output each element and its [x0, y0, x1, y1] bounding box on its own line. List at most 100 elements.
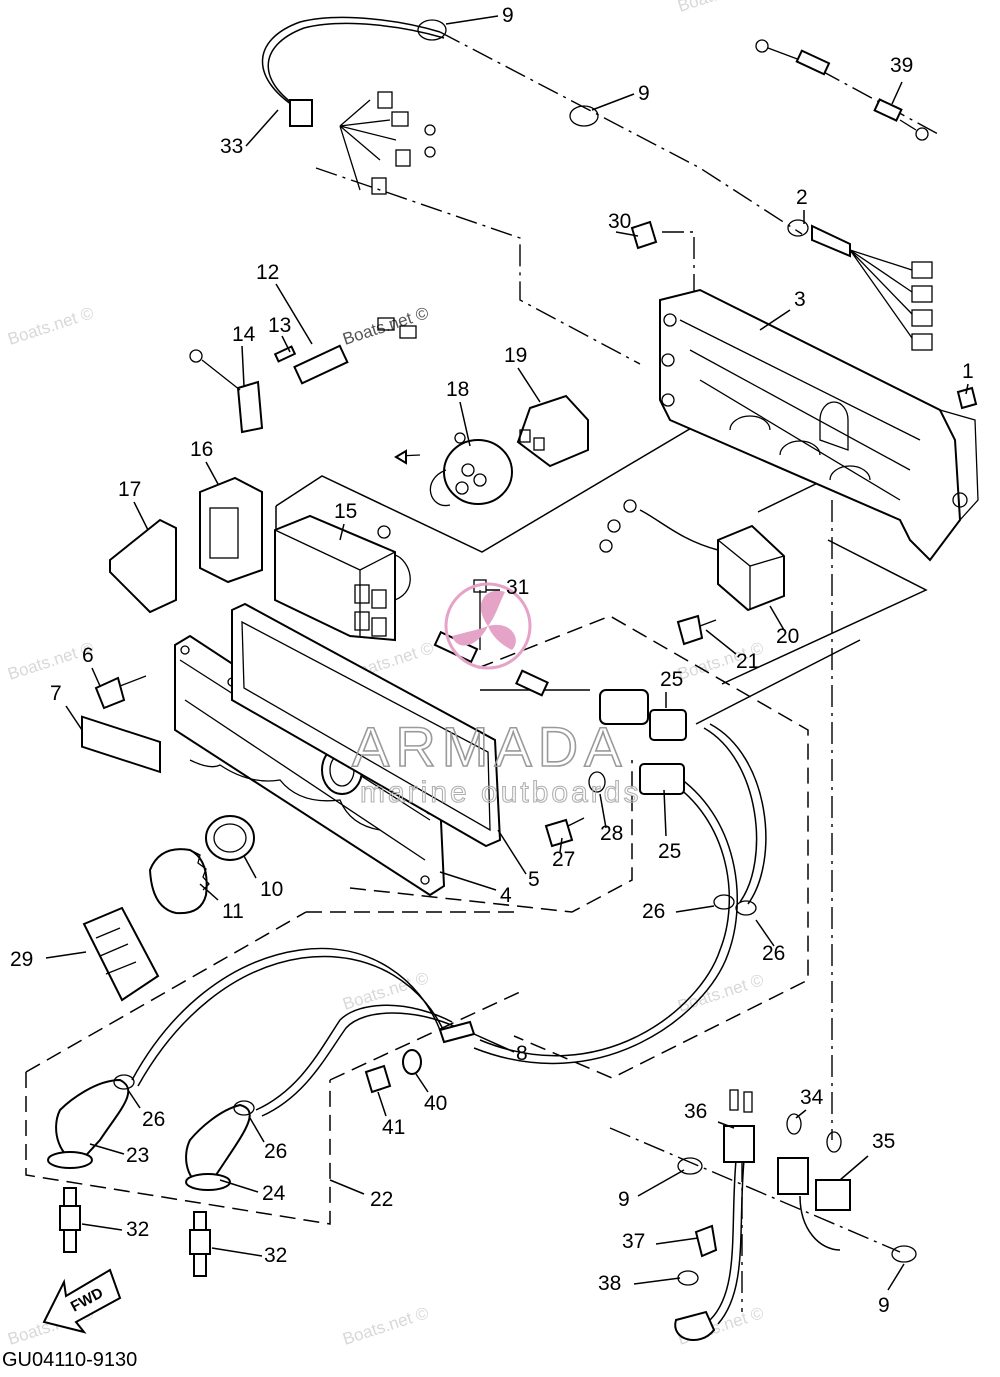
- part-label-8: 8: [516, 1042, 528, 1065]
- leader-line-8: [473, 1033, 515, 1053]
- leader-line-33: [245, 109, 279, 147]
- leader-line-23: [89, 1143, 125, 1155]
- leader-line-41: [377, 1091, 387, 1117]
- clamp-29: [82, 906, 160, 1002]
- high-tension-cord: [473, 773, 738, 1065]
- part-label-5: 5: [528, 868, 540, 891]
- part-label-27: 27: [552, 848, 575, 871]
- leader-line-10: [243, 855, 257, 879]
- brand-logo: ARMADA marine outboards: [351, 582, 641, 810]
- part-label-19: 19: [504, 344, 527, 367]
- leader-line-22: [329, 1179, 365, 1195]
- logo-blade: [452, 626, 488, 646]
- diagram-code: GU04110-9130: [2, 1349, 137, 1371]
- harness-33-wire: [267, 22, 445, 113]
- clamp-9: [569, 105, 599, 127]
- part-labels: 1234567899991011121314151617181920212223…: [10, 4, 974, 1317]
- frame-line: [721, 539, 928, 685]
- leader-line-38: [633, 1277, 681, 1285]
- watermark: Boats.net ©: [340, 968, 431, 1014]
- group-outline: [477, 615, 809, 1079]
- leader-line-7: [65, 705, 83, 731]
- leader-line-9: [591, 93, 635, 111]
- leader-line-9: [637, 1169, 685, 1197]
- part-label-38: 38: [598, 1272, 621, 1295]
- part-label-4: 4: [500, 884, 512, 907]
- part-label-7: 7: [50, 682, 62, 705]
- part-label-15: 15: [334, 500, 357, 523]
- clamp-26: [735, 900, 757, 916]
- clamp-9: [891, 1245, 917, 1263]
- leader-line-26: [755, 919, 775, 947]
- part-label-39: 39: [890, 54, 913, 77]
- part-label-21: 21: [736, 650, 759, 673]
- leader-line-3: [759, 309, 791, 331]
- leader-line-26: [249, 1117, 265, 1143]
- logo-ring: [444, 582, 532, 670]
- leader-line-27: [559, 837, 563, 853]
- harness-2: [811, 224, 933, 351]
- leader-line-28: [599, 793, 607, 829]
- group-outline: [25, 911, 307, 1073]
- part-label-41: 41: [382, 1116, 405, 1139]
- spark-plug-lead: [261, 1012, 459, 1117]
- leader-line-21: [705, 629, 737, 655]
- leader-line-29: [45, 951, 87, 959]
- part-label-22: 22: [370, 1188, 393, 1211]
- leader-line-24: [219, 1179, 259, 1193]
- part-label-23: 23: [126, 1144, 149, 1167]
- collar-40: [402, 1049, 422, 1075]
- part-label-6: 6: [82, 644, 94, 667]
- leader-line-26: [127, 1089, 141, 1109]
- bolt-41: [364, 1064, 392, 1094]
- brand-tagline: marine outboards: [360, 776, 641, 809]
- switch-36: [723, 1089, 755, 1163]
- brand-name: ARMADA: [352, 715, 628, 778]
- leader-line-37: [655, 1237, 699, 1245]
- terminal: [786, 1113, 802, 1135]
- route: [439, 31, 803, 235]
- washer-38: [677, 1270, 699, 1286]
- spark-plug-32b: [189, 1211, 211, 1277]
- group-outlines: [25, 615, 809, 1225]
- leader-line-34: [795, 1109, 807, 1119]
- lead-wire: [709, 1159, 737, 1321]
- rectifier-18: [394, 432, 513, 507]
- terminal: [826, 1131, 842, 1153]
- part-label-9: 9: [618, 1188, 630, 1211]
- screw-6-shank: [119, 675, 147, 687]
- part-label-18: 18: [446, 378, 469, 401]
- leader-line-9: [445, 15, 499, 25]
- leader-line-11: [199, 883, 219, 901]
- spark-plug-lead: [255, 1004, 453, 1111]
- coil-20: [599, 499, 785, 612]
- clamp-2: [787, 219, 809, 237]
- group-outline: [349, 760, 633, 913]
- leader-line-6: [91, 667, 101, 687]
- wires: [131, 16, 841, 1325]
- leader-line-9: [887, 1263, 905, 1291]
- leader-line-36: [717, 1121, 735, 1129]
- clamp-26: [113, 1074, 135, 1090]
- clamp-26: [713, 894, 735, 910]
- boots-25: [599, 689, 687, 795]
- part-label-9: 9: [502, 4, 514, 27]
- part-label-13: 13: [268, 314, 291, 337]
- part-label-25: 25: [660, 668, 683, 691]
- leader-line-25: [663, 789, 667, 837]
- watermark: Boats.net ©: [675, 0, 766, 16]
- high-tension-cord: [703, 727, 758, 903]
- leader-line-16: [205, 461, 219, 485]
- part-label-10: 10: [260, 878, 283, 901]
- gasket-5: [231, 602, 502, 848]
- part-label-17: 17: [118, 478, 141, 501]
- part-label-40: 40: [424, 1092, 447, 1115]
- lead-wire: [717, 1159, 745, 1325]
- bolt-37: [694, 1224, 718, 1258]
- cdi-unit-15: [274, 514, 411, 642]
- holder-8: [438, 1020, 476, 1044]
- harness-33-wire: [261, 16, 441, 111]
- screw-21: [676, 614, 704, 646]
- leader-line-35: [839, 1155, 869, 1181]
- leader-lines: [45, 15, 969, 1291]
